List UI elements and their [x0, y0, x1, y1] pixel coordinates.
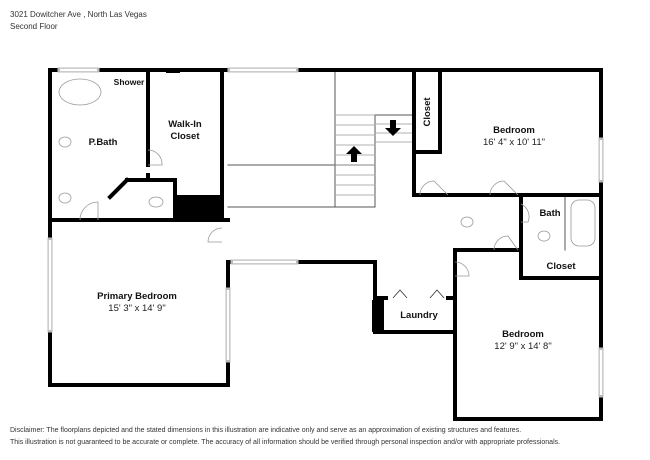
solid-wall-block [175, 195, 222, 220]
solid-wall-block [372, 300, 384, 332]
room-name: Primary Bedroom [97, 291, 177, 302]
solid-blocks [166, 70, 384, 332]
fixtures [58, 78, 596, 299]
sink-icon [460, 216, 474, 228]
door-swing-icon [493, 235, 519, 251]
bathtub-icon [58, 78, 102, 106]
stair-arrows [346, 120, 401, 162]
arrow-up-icon [346, 146, 362, 162]
room-name: Bath [539, 208, 561, 219]
bifold-door-icon [392, 289, 445, 299]
room-label: Laundry [400, 310, 437, 322]
door-swing-icon [419, 180, 449, 196]
door-swing-icon [489, 180, 519, 196]
windows [47, 67, 604, 398]
room-name: Laundry [400, 310, 438, 321]
toilet-icon [537, 230, 551, 242]
sink-icon [58, 192, 72, 204]
room-name: Closet [422, 97, 433, 127]
room-name: Walk-In Closet [168, 119, 202, 142]
room-label: Closet [422, 97, 434, 126]
arrow-down-icon [385, 120, 401, 136]
door-swing-icon [147, 149, 163, 166]
room-dimensions: 16' 4" x 10' 11" [483, 137, 545, 148]
property-address: 3021 Dowitcher Ave , North Las Vegas [10, 10, 147, 19]
wall [107, 177, 130, 200]
room-name: Closet [546, 261, 576, 272]
room-name: P.Bath [88, 137, 118, 148]
room-label: Bath [539, 208, 560, 220]
solid-wall-block [166, 70, 180, 73]
bathtub-icon [570, 199, 596, 247]
sink-icon [58, 136, 72, 148]
room-label: Closet [546, 261, 575, 273]
room-name: Shower [113, 77, 145, 87]
interior-lines [227, 69, 566, 251]
room-label: Shower [114, 76, 145, 88]
toilet-icon [148, 196, 164, 208]
room-name: Bedroom [502, 329, 544, 340]
room-dimensions: 12' 9" x 14' 8" [494, 341, 552, 352]
walls [48, 68, 603, 421]
room-label: Walk-In Closet [168, 119, 201, 143]
disclaimer-line-2: This illustration is not guaranteed to b… [10, 439, 561, 446]
room-dimensions: 15' 3" x 14' 9" [108, 303, 166, 314]
disclaimer-line-1: Disclaimer: The floorplans depicted and … [10, 427, 522, 434]
door-swing-icon [454, 261, 470, 277]
door-swing-icon [79, 201, 99, 221]
floor-label: Second Floor [10, 22, 58, 31]
door-swing-icon [520, 203, 530, 223]
room-label: P.Bath [89, 137, 118, 149]
door-swing-icon [207, 227, 223, 243]
room-name: Bedroom [493, 125, 535, 136]
